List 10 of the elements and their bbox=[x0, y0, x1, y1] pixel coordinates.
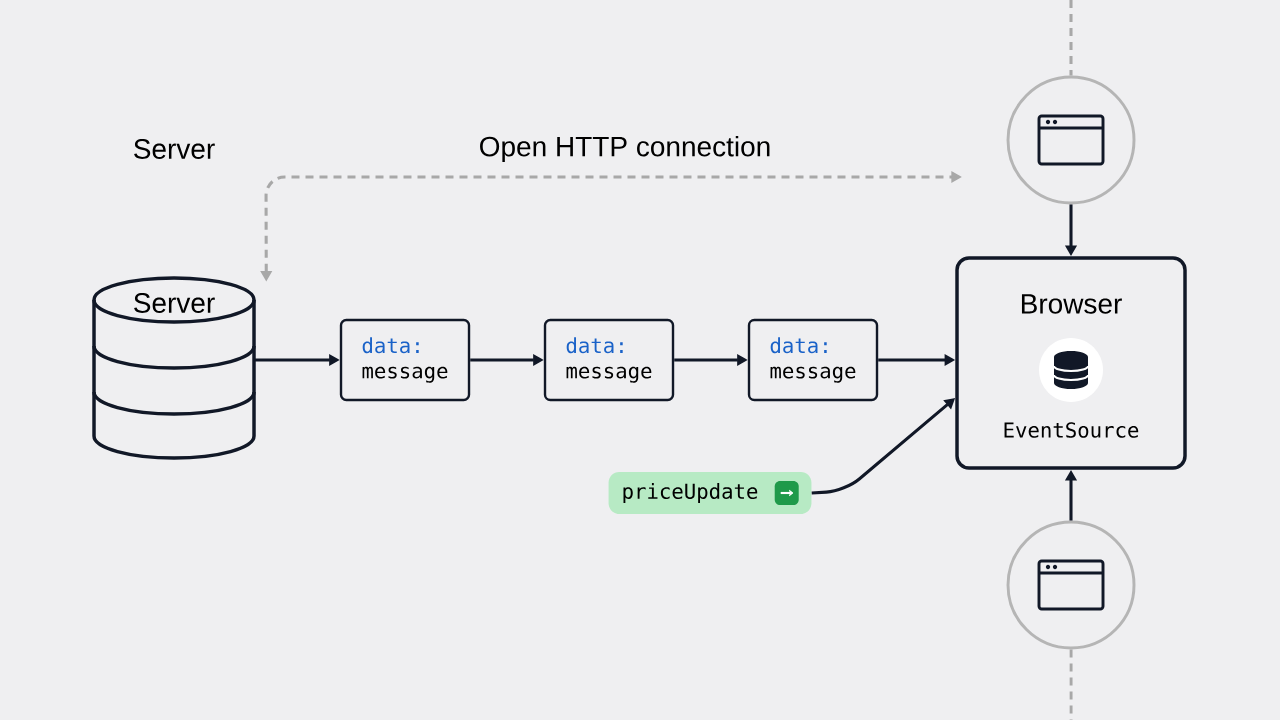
message-box: data: message bbox=[543, 318, 675, 402]
dashed-line bbox=[1069, 0, 1073, 76]
event-pill: priceUpdate bbox=[608, 472, 812, 514]
message-box: data: message bbox=[339, 318, 471, 402]
edge-label: Open HTTP connection bbox=[476, 133, 774, 165]
heading: Server bbox=[134, 139, 215, 159]
database-cylinder: Server bbox=[92, 276, 256, 460]
message-box: data: message bbox=[747, 318, 879, 402]
dashed-line bbox=[1069, 649, 1073, 720]
browser-box: Browser EventSource bbox=[955, 256, 1187, 470]
